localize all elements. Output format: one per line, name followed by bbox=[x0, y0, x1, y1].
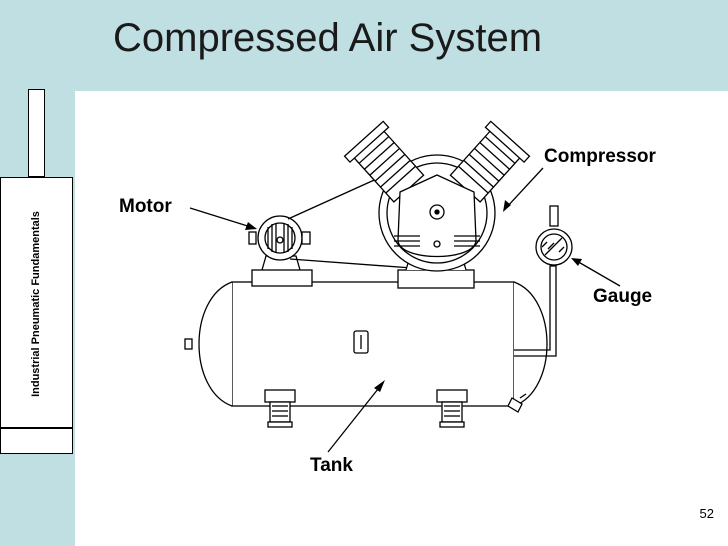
cylinder-base bbox=[0, 428, 73, 454]
gauge-label: Gauge bbox=[593, 286, 653, 307]
motor-arrowhead bbox=[245, 222, 257, 230]
tank-foot-left bbox=[264, 389, 296, 403]
page-number: 52 bbox=[699, 506, 714, 521]
tank-label: Tank bbox=[310, 455, 353, 476]
compressor-cylinder-left bbox=[343, 120, 425, 203]
drain-valve bbox=[507, 397, 523, 413]
tank bbox=[184, 281, 548, 428]
header-band bbox=[0, 0, 728, 91]
compressor-label: Compressor bbox=[544, 146, 656, 167]
tank-foot-right bbox=[436, 389, 468, 403]
compressor-arrowhead bbox=[503, 200, 511, 212]
leader-lines bbox=[189, 167, 621, 453]
cylinder-barrel bbox=[0, 177, 73, 428]
compressor-cylinder-right bbox=[449, 120, 531, 203]
tank-arrowhead bbox=[374, 380, 385, 392]
tank-drain-plug bbox=[184, 338, 193, 350]
drive-belt-lower bbox=[289, 258, 413, 269]
slide-title: Compressed Air System bbox=[113, 16, 543, 60]
pressure-gauge bbox=[514, 205, 573, 357]
gauge-arrowhead bbox=[571, 258, 582, 266]
cylinder-rod bbox=[28, 89, 45, 177]
motor-label: Motor bbox=[119, 196, 172, 217]
compressor bbox=[343, 120, 531, 289]
motor bbox=[248, 215, 313, 287]
